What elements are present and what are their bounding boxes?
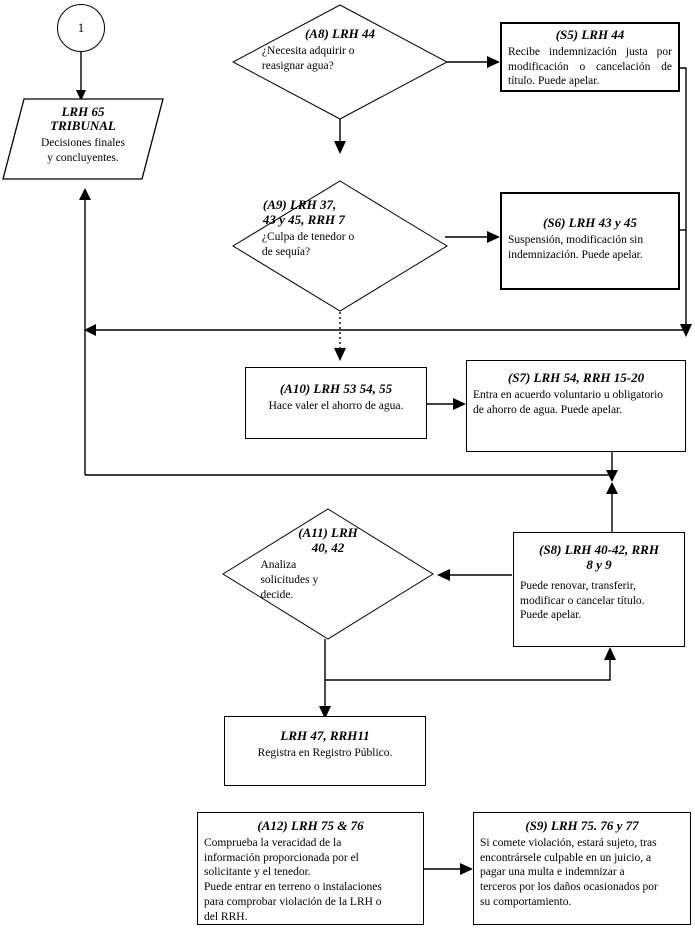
arrowhead-right-s5 <box>487 56 500 68</box>
node-s5-title: (S5) LRH 44 <box>555 27 625 42</box>
node-s7[interactable]: (S7) LRH 54, RRH 15-20 Entra en acuerdo … <box>466 360 686 452</box>
node-s9[interactable]: (S9) LRH 75. 76 y 77 Si comete violación… <box>473 812 691 925</box>
node-s5[interactable]: (S5) LRH 44 Recibe indemnización justa p… <box>500 22 680 92</box>
diamond-shape-a9 <box>232 180 448 312</box>
diamond-shape-a8 <box>232 4 448 120</box>
node-s5-body: Recibe indemnización justa por modificac… <box>508 45 672 88</box>
node-tribunal-title: LRH 65 TRIBUNAL <box>50 103 116 134</box>
node-s8[interactable]: (S8) LRH 40-42, RRH 8 y 9 Puede renovar,… <box>513 532 685 647</box>
arrowhead-right-s9 <box>460 863 473 875</box>
node-tribunal-body: Decisiones finales y concluyentes. <box>40 137 125 165</box>
node-s6[interactable]: (S6) LRH 43 y 45 Suspensión, modificació… <box>500 192 680 290</box>
diamond-shape-a11 <box>222 508 434 640</box>
arrowhead-up-s8 <box>606 482 618 494</box>
node-a12[interactable]: (A12) LRH 75 & 76 Comprueba la veracidad… <box>197 812 424 925</box>
node-s7-title: (S7) LRH 54, RRH 15-20 <box>507 370 645 385</box>
node-s6-title: (S6) LRH 43 y 45 <box>543 215 637 230</box>
arrowhead-down-junction <box>606 470 618 482</box>
node-a8-title: (A8) LRH 44 <box>304 26 376 42</box>
node-a11-title: (A11) LRH 40, 42 <box>298 525 358 556</box>
arrowhead-down-a10 <box>334 348 346 361</box>
node-a10-body: Hace valer el ahorro de agua. <box>268 399 404 412</box>
arrowhead-up-s8-bottom <box>604 647 616 660</box>
node-a10[interactable]: (A10) LRH 53 54, 55 Hace valer el ahorro… <box>245 367 427 439</box>
arrowhead-left-return <box>84 324 96 336</box>
node-s9-body: Si comete violación, estará sujeto, tras… <box>480 836 658 908</box>
node-tribunal[interactable]: LRH 65 TRIBUNAL Decisiones finales y con… <box>2 98 164 180</box>
arrowhead-up-tribunal <box>79 188 91 200</box>
node-s8-body: Puede renovar, transferir, modificar o c… <box>520 579 645 622</box>
edge-a11-s8 <box>325 660 611 681</box>
node-a12-body: Comprueba la veracidad de la información… <box>204 836 382 923</box>
node-registro-title: LRH 47, RRH11 <box>280 728 370 743</box>
node-a9[interactable]: (A9) LRH 37, 43 y 45, RRH 7 ¿Culpa de te… <box>232 180 448 312</box>
arrowhead-down-registro <box>319 706 331 719</box>
edge-s5-rightdown <box>679 67 687 330</box>
node-a9-body: ¿Culpa de tenedor o de sequía? <box>261 231 355 259</box>
node-s7-body: Entra en acuerdo voluntario u obligatori… <box>473 388 664 416</box>
node-a11-body: Analiza solicitudes y decide. <box>260 559 319 601</box>
connector-node-1[interactable]: 1 <box>57 4 105 52</box>
parallelogram-shape <box>2 98 164 180</box>
arrowhead-down-right-return <box>680 324 692 337</box>
node-s9-title: (S9) LRH 75. 76 y 77 <box>525 818 639 833</box>
node-a12-title: (A12) LRH 75 & 76 <box>257 818 364 833</box>
arrowhead-right-s6 <box>487 231 500 243</box>
arrowhead-right-s7 <box>453 398 466 410</box>
arrowhead-left-a11 <box>437 569 450 581</box>
node-a8[interactable]: (A8) LRH 44 ¿Necesita adquirir o reasign… <box>232 4 448 120</box>
arrowhead-down-a9 <box>334 141 346 154</box>
node-a10-title: (A10) LRH 53 54, 55 <box>279 381 393 396</box>
connector-label: 1 <box>77 20 85 35</box>
node-s6-body: Suspensión, modificación sin indemnizaci… <box>508 233 644 261</box>
node-a8-body: ¿Necesita adquirir o reasignar agua? <box>261 45 355 72</box>
node-registro[interactable]: LRH 47, RRH11 Registra en Registro Públi… <box>224 716 426 786</box>
node-s8-title: (S8) LRH 40-42, RRH 8 y 9 <box>539 542 659 572</box>
node-a9-title: (A9) LRH 37, 43 y 45, RRH 7 <box>262 197 345 228</box>
arrowhead-down-tribunal <box>76 90 86 101</box>
node-a11[interactable]: (A11) LRH 40, 42 Analiza solicitudes y d… <box>222 508 434 640</box>
node-registro-body: Registra en Registro Público. <box>257 746 393 759</box>
